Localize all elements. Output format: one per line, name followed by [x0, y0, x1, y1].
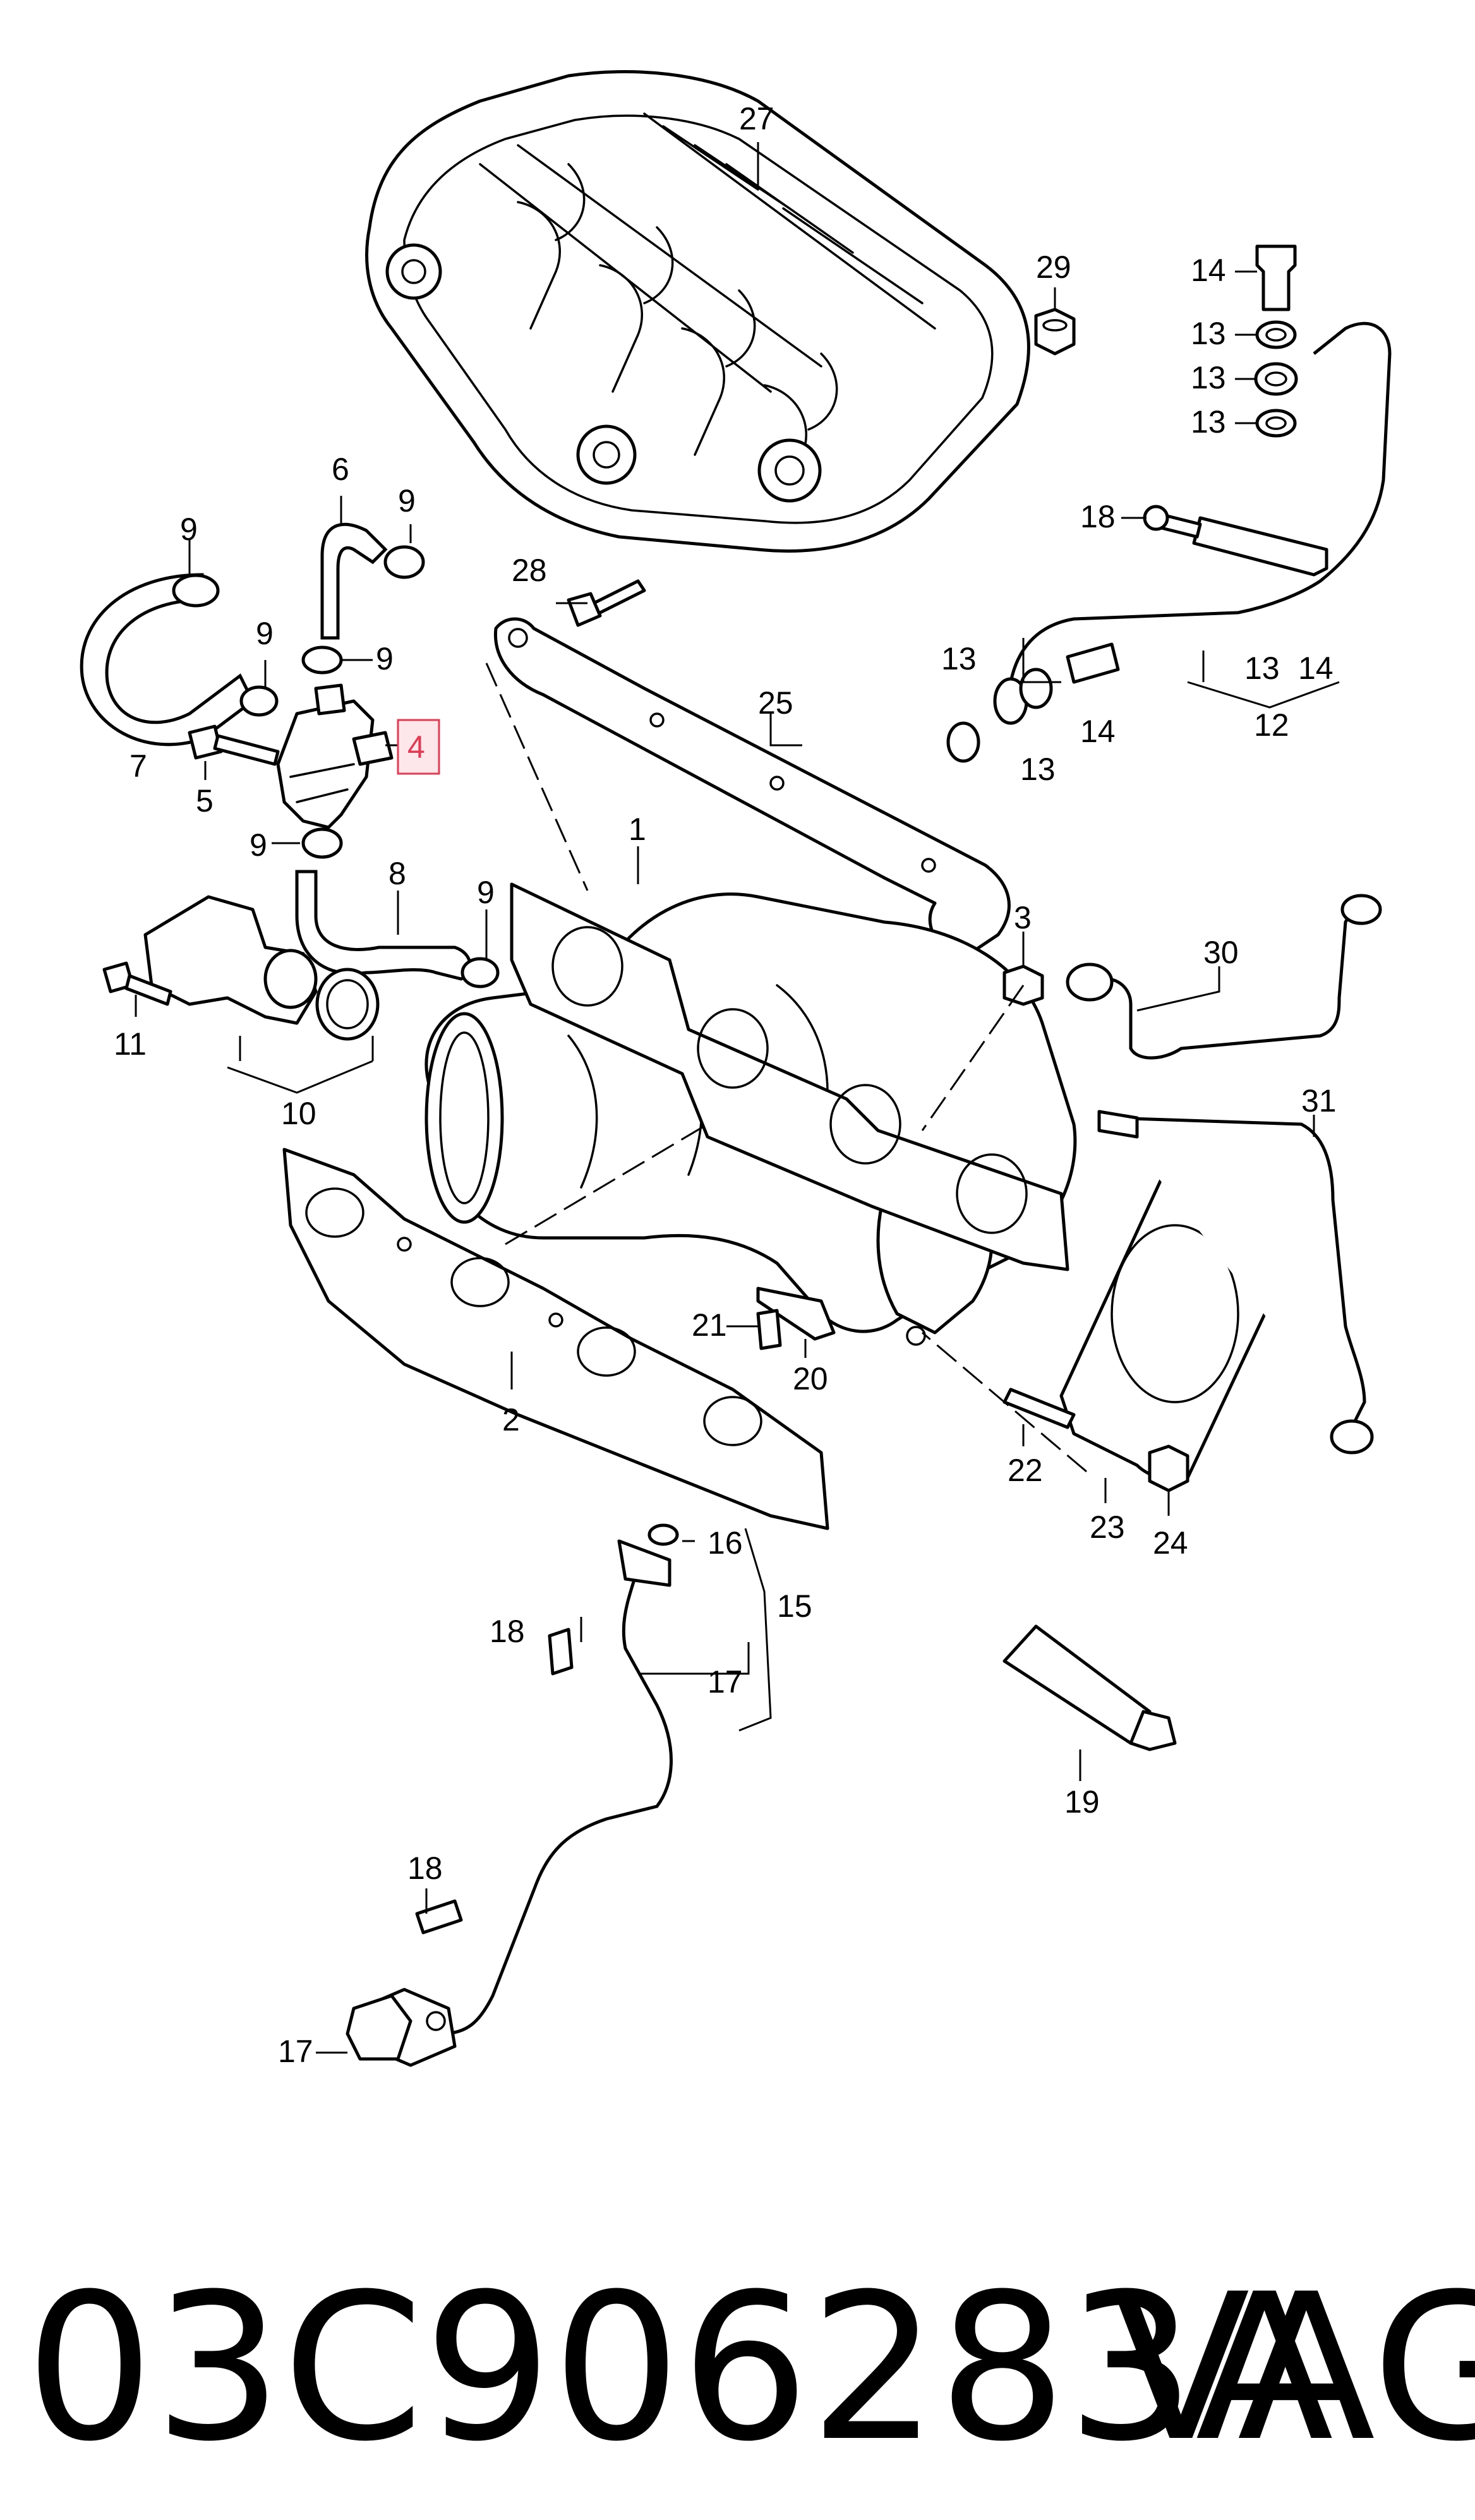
callout-labels: 27 29 14 13 13 13 18 28 6 9 9 9 9 7 5 9 …: [114, 101, 1337, 2069]
callout-13: 13: [1244, 651, 1280, 686]
gasket-2: [282, 1148, 829, 1530]
callout-17: 17: [278, 2034, 313, 2069]
callout-13: 13: [941, 641, 977, 676]
washer-13-bottom-b: [1019, 668, 1053, 709]
callout-4: 4: [407, 729, 425, 765]
callout-10: 10: [281, 1096, 316, 1131]
nut-24: [1148, 1444, 1189, 1492]
callout-13: 13: [1020, 752, 1056, 787]
callout-20: 20: [793, 1361, 828, 1396]
callout-11: 11: [114, 1026, 147, 1062]
clip-9-e: [301, 827, 343, 859]
callout-19: 19: [1064, 1784, 1100, 1820]
sealant-tube-19: [1002, 1624, 1177, 1751]
hose-6: [320, 522, 388, 640]
bolt-11: [102, 961, 172, 1006]
clip-9-d: [301, 645, 343, 675]
callout-9: 9: [180, 512, 198, 547]
clip-9-b: [383, 545, 425, 579]
turbocharger-manifold-1: [424, 882, 1077, 1346]
callout-15: 15: [777, 1588, 812, 1624]
callout-31: 31: [1301, 1083, 1337, 1119]
bracket-20: [756, 1287, 836, 1341]
washer-13-top-b: [1254, 362, 1298, 396]
washer-13-top-c: [1255, 409, 1297, 438]
callout-14: 14: [1298, 651, 1334, 686]
part-number: 03C906283A: [25, 2251, 1334, 2486]
callout-29: 29: [1036, 249, 1071, 285]
callout-5: 5: [196, 783, 214, 819]
line-12: [993, 321, 1392, 725]
callout-9: 9: [398, 483, 416, 519]
callout-8: 8: [388, 856, 406, 891]
washer-13-bottom-a: [946, 721, 980, 763]
callout-12: 12: [1254, 707, 1289, 743]
bolt-18-top: [1143, 505, 1202, 539]
callout-1: 1: [629, 812, 646, 847]
callout-7: 7: [129, 748, 147, 784]
callout-6: 6: [332, 452, 349, 487]
callout-23: 23: [1090, 1509, 1125, 1545]
callout-3: 3: [1014, 900, 1032, 935]
gasket-17-bottom: [346, 1994, 412, 2061]
nut-29: [1034, 308, 1076, 356]
line-30: [1066, 894, 1382, 1060]
banjo-bolt-14-top: [1255, 244, 1297, 311]
callout-14: 14: [1191, 253, 1226, 288]
clip-9-f: [461, 957, 500, 988]
callout-9: 9: [477, 875, 495, 910]
valve-4: [276, 683, 394, 829]
callout-13: 13: [1191, 360, 1226, 395]
callout-21: 21: [692, 1307, 727, 1343]
highlighted-callout-4[interactable]: 4: [397, 719, 440, 775]
callout-25: 25: [758, 685, 793, 721]
bolt-5: [188, 724, 280, 766]
callout-16: 16: [707, 1525, 743, 1561]
callout-27: 27: [739, 101, 774, 136]
washer-13-top-a: [1255, 320, 1297, 349]
brand-name: VAG: [1112, 2251, 1475, 2486]
callout-18: 18: [490, 1614, 525, 1649]
callout-28: 28: [512, 553, 547, 588]
callout-13: 13: [1191, 316, 1226, 351]
callout-9: 9: [256, 616, 274, 651]
line-31: [1097, 1110, 1374, 1455]
callout-18: 18: [1080, 499, 1116, 534]
alignment-lines: [485, 663, 1087, 1473]
callout-24: 24: [1153, 1525, 1188, 1561]
callout-14: 14: [1080, 714, 1116, 749]
callout-30: 30: [1203, 935, 1239, 970]
callout-9: 9: [376, 641, 394, 676]
o-ring-16: [647, 1523, 679, 1546]
callout-2: 2: [502, 1402, 520, 1437]
clip-9-a: [172, 573, 220, 608]
bolt-28: [567, 579, 646, 627]
clip-9-c: [239, 685, 279, 717]
stud-22: [1002, 1388, 1076, 1429]
leader-lines: [135, 142, 1340, 2054]
callout-18: 18: [407, 1851, 443, 1886]
callout-17: 17: [707, 1664, 743, 1700]
callout-13: 13: [1191, 404, 1226, 440]
banjo-bolt-14-bottom: [1066, 642, 1120, 684]
bolt-18-bottom: [415, 1899, 463, 1935]
bolt-18-mid: [548, 1628, 574, 1676]
callout-22: 22: [1008, 1453, 1043, 1488]
callout-9: 9: [250, 827, 267, 863]
actuator-10: [143, 895, 380, 1041]
hose-8: [295, 870, 472, 981]
bolt-21: [756, 1309, 782, 1350]
heat-shield-27: [365, 70, 1030, 553]
hose-7: [80, 573, 255, 747]
